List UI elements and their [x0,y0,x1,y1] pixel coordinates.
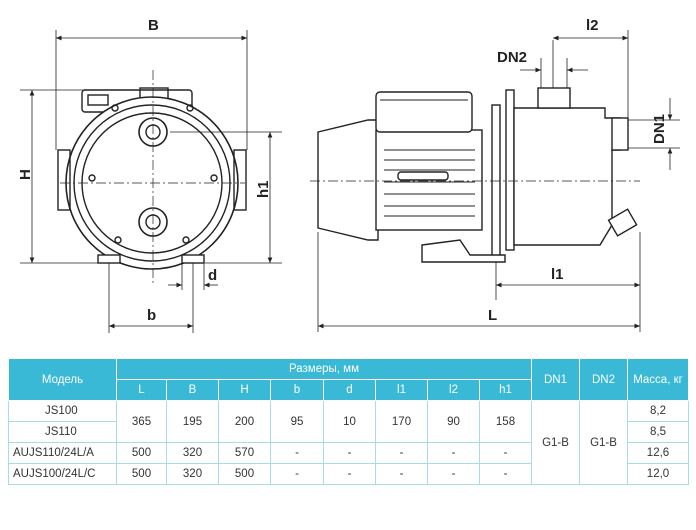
header-h1: h1 [479,379,532,401]
table-row: JS110 8,5 [8,421,689,443]
header-d: d [323,379,376,401]
header-B: B [166,379,219,401]
dim-label-l2: l2 [586,17,599,34]
value-cell: 195 [166,400,219,443]
side-view [310,87,640,263]
spec-table: Модель Размеры, мм DN1 DN2 Масса, кг L B… [8,358,689,485]
header-H: H [218,379,271,401]
header-model: Модель [8,358,117,401]
value-cell: 320 [166,442,219,464]
side-dimensions [317,30,680,332]
value-cell: 170 [375,400,428,443]
dim-label-H: H [17,169,34,180]
dim-label-L: L [488,307,497,324]
model-cell: JS110 [8,421,117,443]
value-cell: 158 [479,400,532,443]
front-dimensions [20,30,282,333]
dim-label-B: B [148,17,159,34]
table-row: AUJS100/24L/C 500 320 500 - - - - - 12,0 [8,463,689,485]
dim-label-DN1: DN1 [651,114,668,144]
value-cell: 95 [270,400,324,443]
value-cell: - [479,442,532,464]
value-cell: - [427,463,480,485]
header-dn1: DN1 [531,358,580,401]
dim-label-DN2: DN2 [497,49,527,66]
value-cell: - [270,442,324,464]
value-cell: - [375,463,428,485]
table-row: AUJS110/24L/A 500 320 570 - - - - - 12,6 [8,442,689,464]
value-cell: 320 [166,463,219,485]
value-cell: 200 [218,400,271,443]
value-cell: - [270,463,324,485]
front-view [57,70,247,285]
value-cell: 500 [218,463,271,485]
value-cell: 90 [427,400,480,443]
header-b: b [270,379,324,401]
model-cell: AUJS100/24L/C [8,463,117,485]
dim-label-h1: h1 [255,180,272,198]
model-cell: AUJS110/24L/A [8,442,117,464]
header-L: L [116,379,167,401]
model-cell: JS100 [8,400,117,422]
value-cell: - [427,442,480,464]
dn1-cell: G1-B [531,400,580,485]
value-cell: 500 [116,463,167,485]
mass-cell: 8,5 [627,421,689,443]
dim-label-b: b [147,307,156,324]
header-l1: l1 [375,379,428,401]
mass-cell: 12,6 [627,442,689,464]
header-dn2: DN2 [579,358,628,401]
dim-label-d: d [208,267,217,284]
dn2-cell: G1-B [579,400,628,485]
value-cell: - [375,442,428,464]
value-cell: - [479,463,532,485]
value-cell: - [323,463,376,485]
value-cell: - [323,442,376,464]
dim-label-l1: l1 [551,266,564,283]
table-row: JS100 365 195 200 95 10 170 90 158 G1-B … [8,400,689,485]
pump-drawing: B H h1 d b [17,17,680,333]
mass-cell: 8,2 [627,400,689,422]
mass-cell: 12,0 [627,463,689,485]
value-cell: 500 [116,442,167,464]
header-dimensions: Размеры, мм [116,358,532,380]
value-cell: 570 [218,442,271,464]
header-mass: Масса, кг [627,358,689,401]
value-cell: 10 [323,400,376,443]
header-l2: l2 [427,379,480,401]
value-cell: 365 [116,400,167,443]
